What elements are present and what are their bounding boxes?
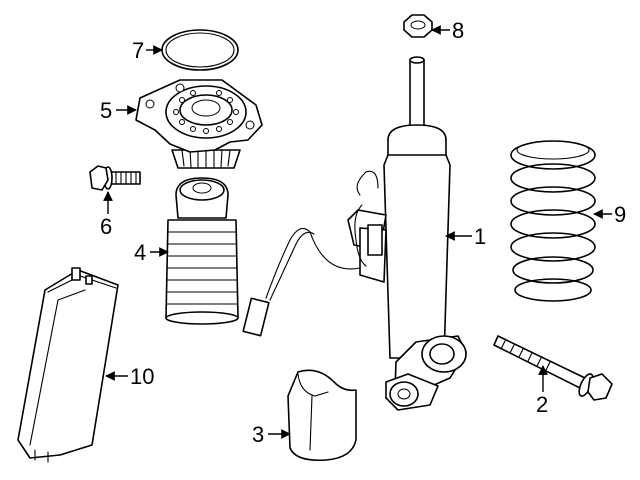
shield-panel-part (17, 267, 119, 463)
callout-1: 1 (474, 224, 486, 249)
callout-7: 7 (132, 38, 144, 63)
callout-3: 3 (252, 422, 264, 447)
shock-absorber-part (242, 56, 467, 411)
callout-10: 10 (130, 364, 154, 389)
callout-4: 4 (134, 240, 146, 265)
hex-nut-part (403, 14, 433, 38)
coil-spring-part (510, 140, 596, 302)
callout-2: 2 (536, 392, 548, 417)
gasket-ring-part (161, 29, 239, 71)
callout-5: 5 (100, 98, 112, 123)
callout-9: 9 (614, 202, 626, 227)
callout-8: 8 (452, 18, 464, 43)
strut-mount-part (135, 79, 263, 169)
callout-6: 6 (100, 214, 112, 239)
dust-boot-bump-stop-part (165, 177, 239, 325)
long-bolt-part (493, 335, 613, 401)
flange-bolt-part (89, 165, 141, 191)
bracket-sleeve-part (287, 369, 357, 462)
